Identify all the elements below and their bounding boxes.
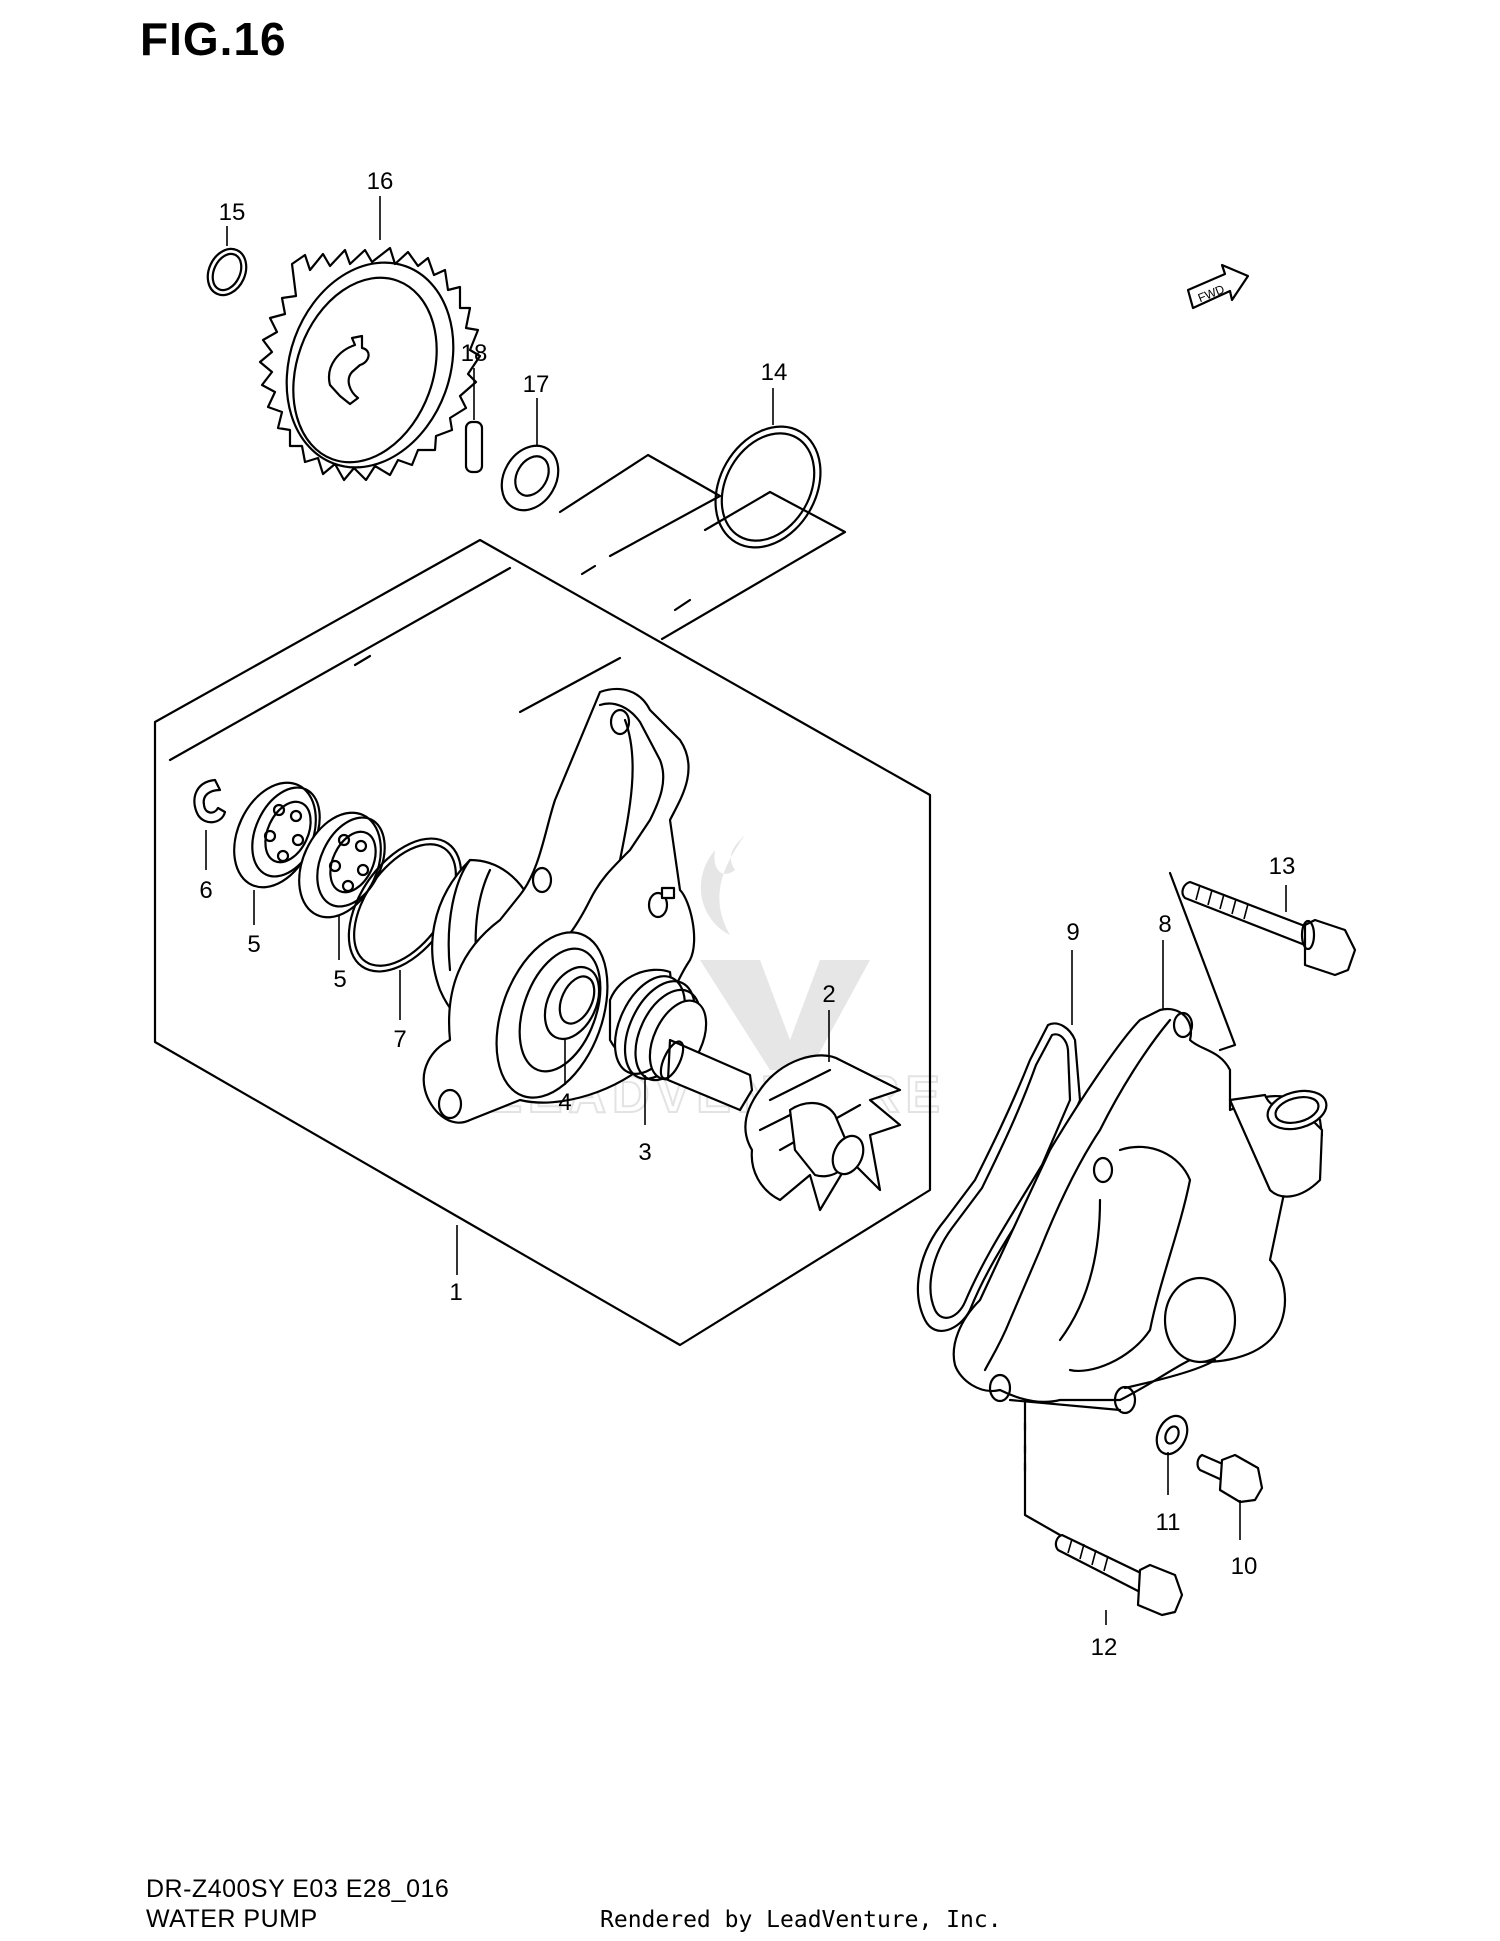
callout-labels: 1 2 3 4 5 5 6 7 8 9 10 11 12 13 14 15 16… <box>199 168 1295 1661</box>
rendered-by-credit: Rendered by LeadVenture, Inc. <box>600 1907 1002 1933</box>
o-ring-14 <box>714 425 822 549</box>
model-code: DR-Z400SY E03 E28_016 <box>146 1875 450 1903</box>
callout-18: 18 <box>461 340 488 367</box>
callout-12: 12 <box>1091 1634 1118 1661</box>
callout-13: 13 <box>1269 853 1296 880</box>
oil-seal-4 <box>543 965 601 1041</box>
circlip-15 <box>206 247 248 297</box>
callout-1: 1 <box>449 1279 462 1306</box>
callout-2: 2 <box>822 981 835 1008</box>
assembly-1-outline <box>153 538 932 1347</box>
figure-title: FIG.16 <box>140 13 287 65</box>
bolt-13 <box>1181 880 1357 977</box>
impeller-shaft-2 <box>659 1038 902 1212</box>
callout-4: 4 <box>558 1089 571 1116</box>
callout-5-right: 5 <box>333 966 346 993</box>
leader-lines <box>353 453 1237 1537</box>
fwd-direction-tag: FWD <box>1186 263 1250 310</box>
gear-16 <box>258 246 482 482</box>
callout-9: 9 <box>1066 919 1079 946</box>
bolt-10 <box>1196 1453 1264 1504</box>
callout-10: 10 <box>1231 1553 1258 1580</box>
callout-14: 14 <box>761 359 788 386</box>
callout-16: 16 <box>367 168 394 195</box>
callout-8: 8 <box>1158 911 1171 938</box>
washer-17 <box>500 444 560 512</box>
callout-11: 11 <box>1156 1509 1181 1536</box>
circlip-6 <box>193 778 227 824</box>
section-name: WATER PUMP <box>146 1905 318 1933</box>
pump-cover-8 <box>952 1007 1328 1415</box>
callout-7: 7 <box>393 1026 406 1053</box>
callout-6: 6 <box>199 877 212 904</box>
callout-17: 17 <box>523 371 550 398</box>
callout-15: 15 <box>219 199 246 226</box>
callout-5-left: 5 <box>247 931 260 958</box>
pin-18 <box>464 420 484 474</box>
callout-3: 3 <box>638 1139 651 1166</box>
callout-leaders <box>205 196 1287 1625</box>
bolt-12 <box>1054 1533 1184 1617</box>
washer-11 <box>1155 1414 1189 1456</box>
